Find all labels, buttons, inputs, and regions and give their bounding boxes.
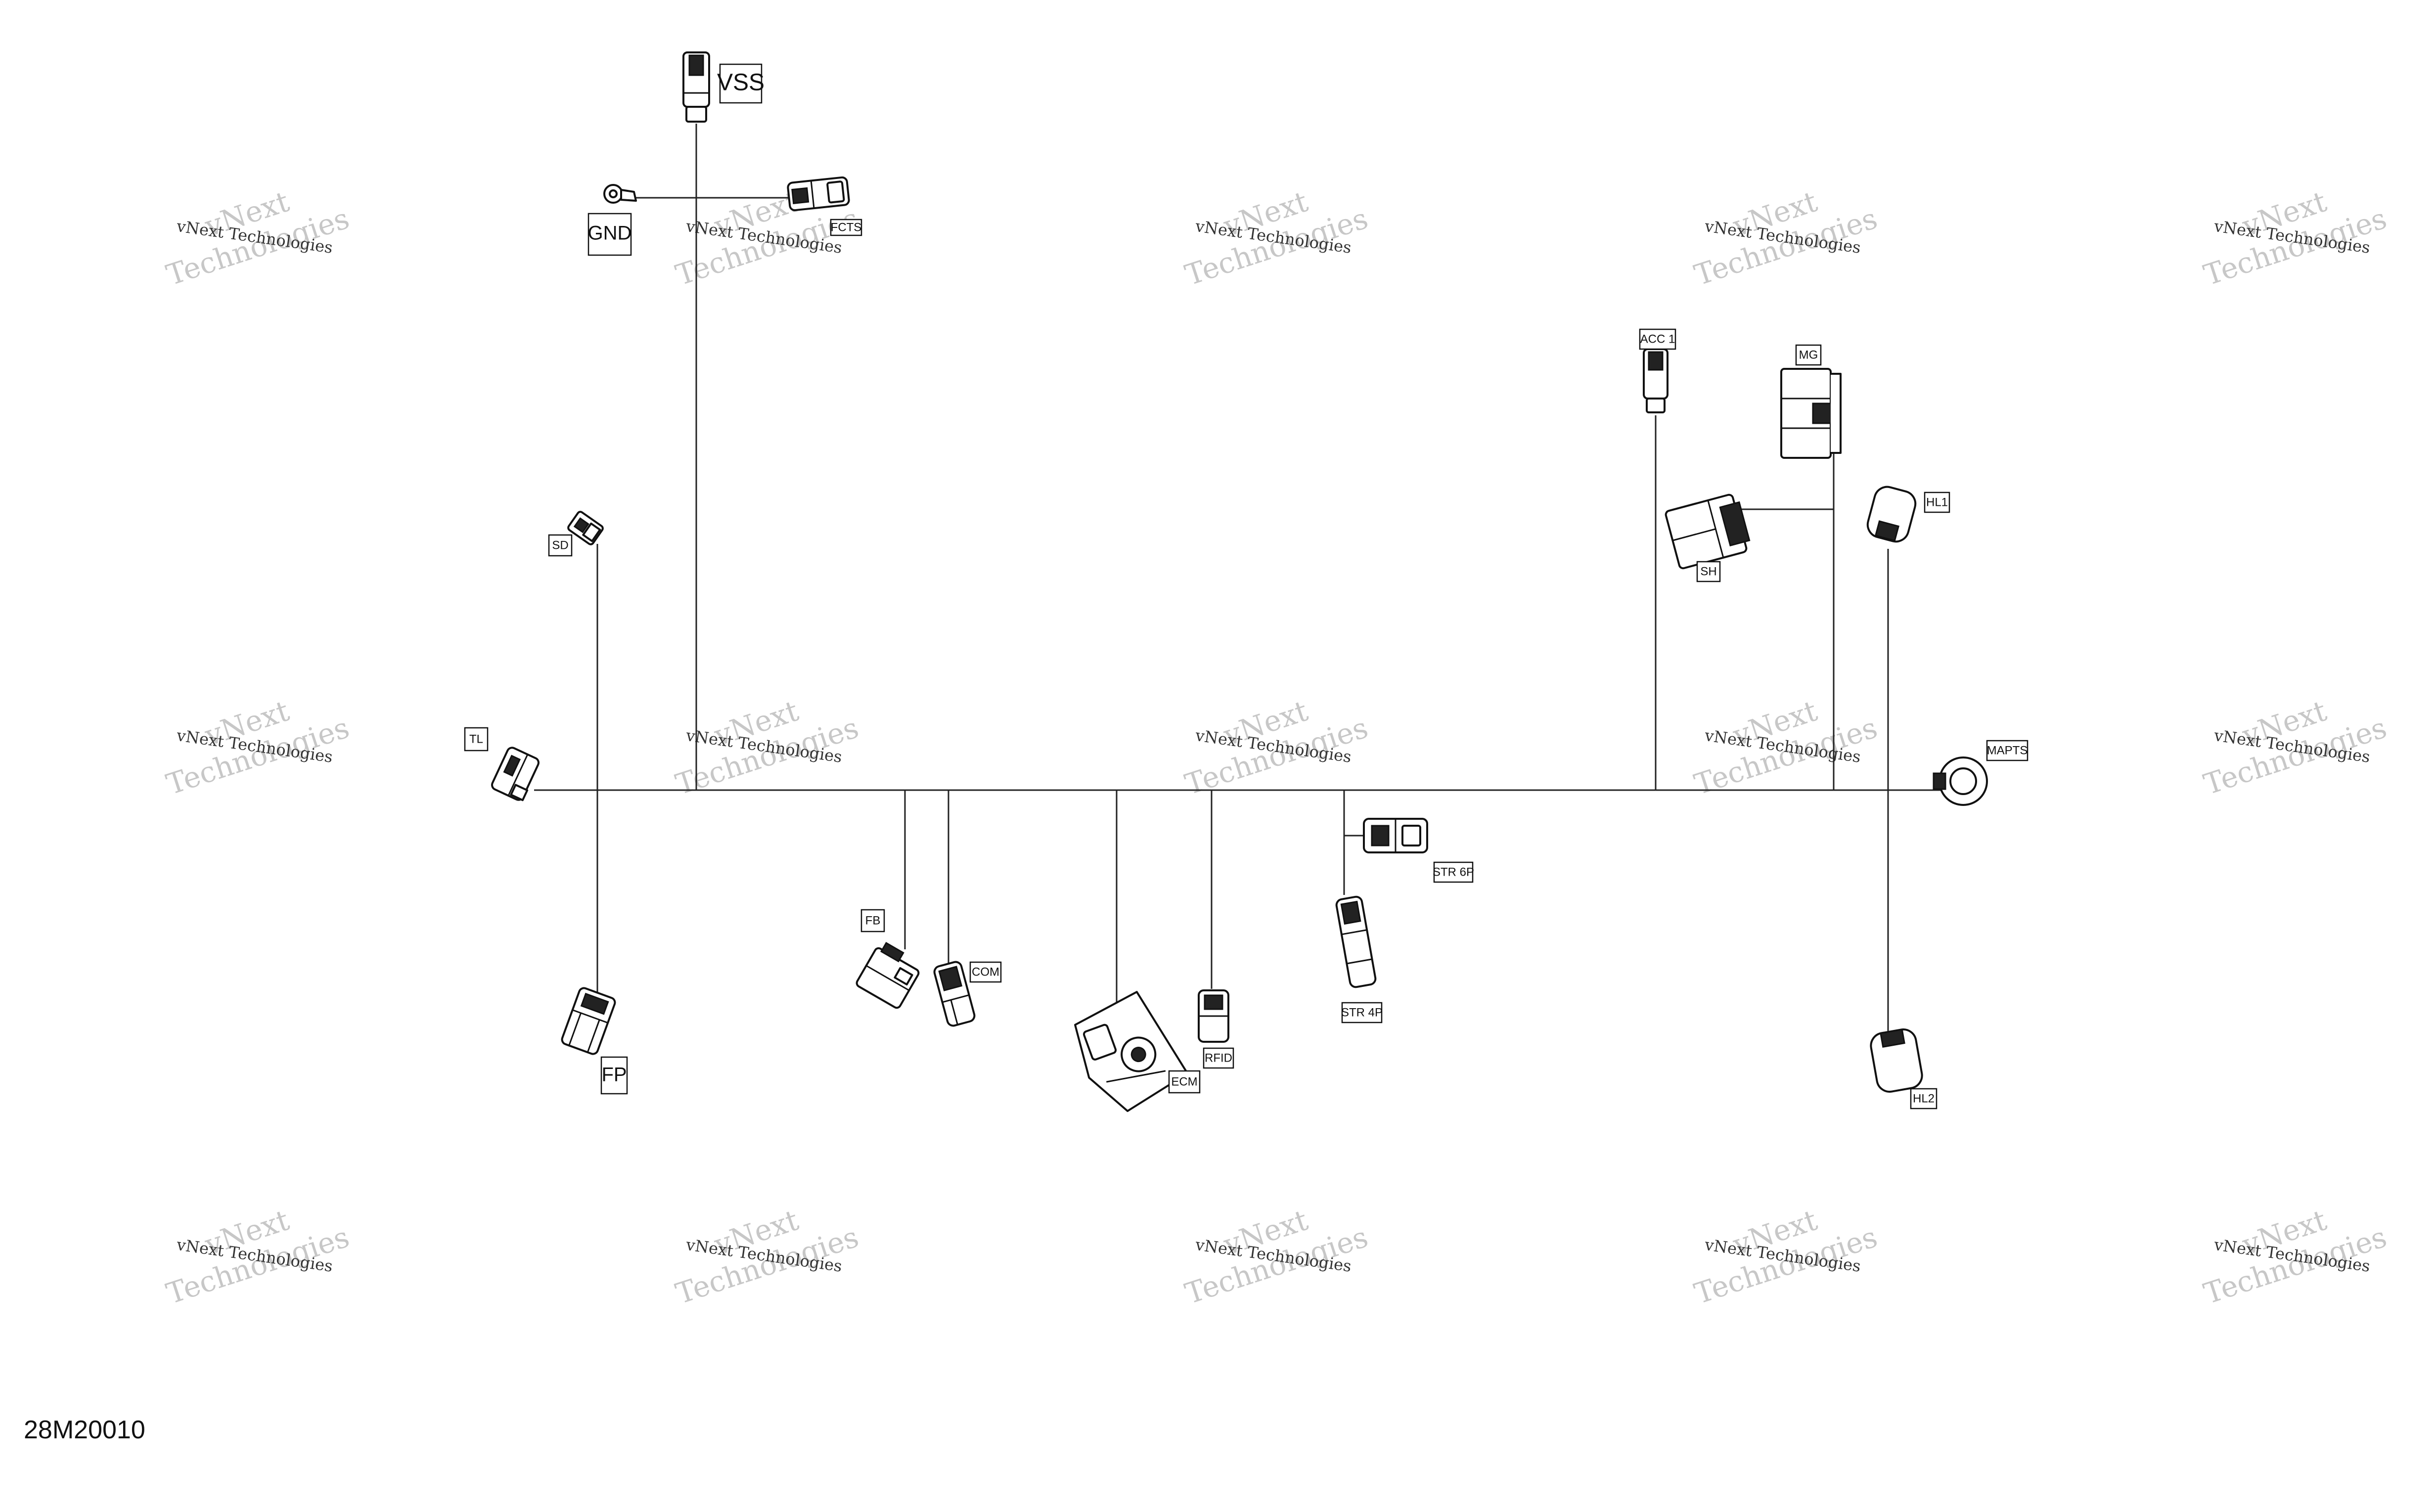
hl1-connector-icon [1866,486,1917,543]
svg-text:COM: COM [972,965,999,978]
rfid-label: RFID [1203,1047,1234,1069]
vss-label: VSS [717,63,765,104]
tl-label: TL [464,727,489,752]
mg-label: MG [1795,344,1822,366]
svg-text:MG: MG [1799,348,1818,361]
svg-text:STR 6P: STR 6P [1433,865,1474,879]
svg-text:ECM: ECM [1171,1075,1197,1088]
svg-text:FCTS: FCTS [831,221,862,234]
str4p-connector-icon [1335,895,1377,988]
com-label: COM [969,961,1002,983]
gnd-ring-terminal-icon [603,184,637,204]
part-number: 28M20010 [24,1416,145,1444]
svg-text:GND: GND [588,222,632,244]
mapts-connector-icon [1933,756,1988,806]
acc1-label: ACC 1 [1639,328,1676,350]
sd-label: SD [548,534,573,557]
svg-text:MAPTS: MAPTS [1987,744,2028,757]
fp-connector-icon [561,987,616,1055]
ecm-label: ECM [1168,1070,1201,1094]
svg-text:HL1: HL1 [1926,495,1948,509]
fb-label: FB [860,909,885,933]
ecm-connector-icon [1074,991,1189,1112]
hl2-connector-icon [1870,1028,1923,1093]
str6p-label: STR 6P [1433,861,1474,883]
rfid-connector-icon [1198,989,1229,1043]
svg-text:ACC 1: ACC 1 [1640,332,1675,346]
mapts-label: MAPTS [1986,740,2029,761]
tl-connector-icon [491,747,540,801]
mg-connector-icon [1780,368,1842,459]
fp-label: FP [600,1056,628,1095]
svg-text:SD: SD [552,538,568,552]
svg-text:FB: FB [865,914,881,927]
fcts-label: FCTS [830,219,862,236]
hl1-label: HL1 [1924,491,1950,513]
svg-text:SH: SH [1700,565,1716,578]
sd-connector-icon [567,511,604,545]
svg-text:STR 4P: STR 4P [1341,1006,1383,1019]
acc1-connector-icon [1643,348,1668,413]
harness-wires [534,124,1958,1033]
svg-text:RFID: RFID [1205,1051,1232,1065]
svg-text:HL2: HL2 [1913,1092,1935,1105]
hl2-label: HL2 [1910,1088,1938,1110]
fcts-connector-icon [787,176,850,212]
connector-labels: VSS GND FCTS SD TL FP FB COM [464,63,2029,1110]
vss-connector-icon [682,51,710,123]
fb-connector-icon [856,941,920,1009]
str4p-label: STR 4P [1341,1002,1383,1023]
str6p-connector-icon [1363,818,1428,853]
svg-text:FP: FP [601,1064,627,1086]
sh-label: SH [1696,561,1721,582]
com-connector-icon [933,961,976,1027]
gnd-label: GND [588,213,632,256]
svg-text:TL: TL [469,732,483,746]
svg-text:VSS: VSS [717,70,765,96]
sh-connector-icon [1665,493,1751,570]
